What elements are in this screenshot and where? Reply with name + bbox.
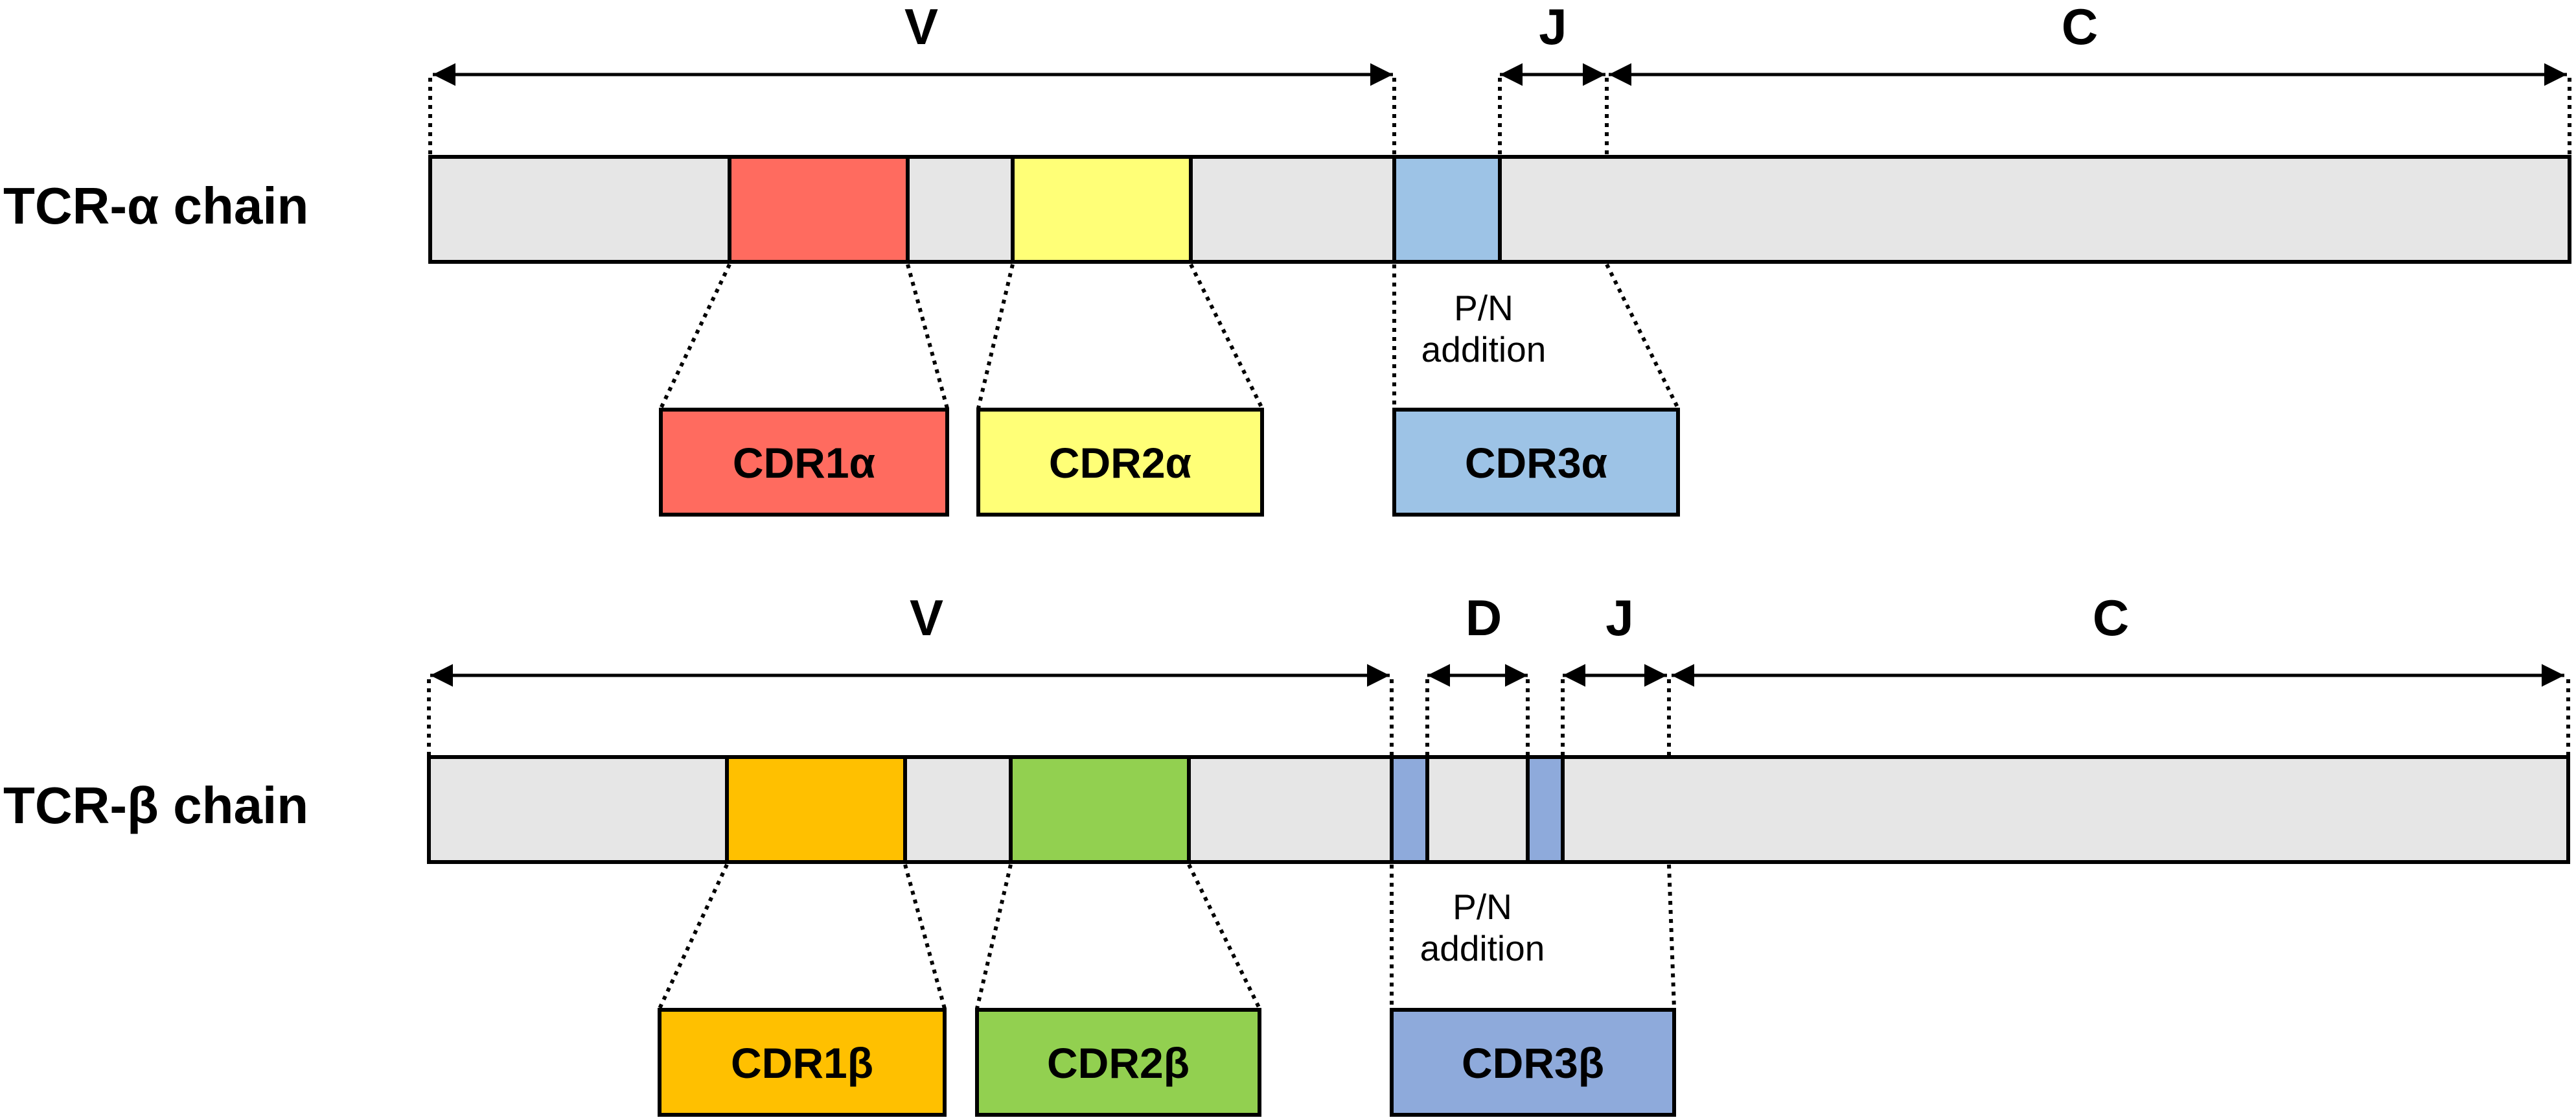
alpha-cdr2-segment [1011, 155, 1193, 264]
beta-chain-label: TCR-β chain [3, 776, 308, 834]
beta-cdr1-segment [725, 755, 907, 864]
alpha-cdr1-zoom-left [659, 263, 731, 410]
beta-chain-group: V D J C TCR-β chain P/N [3, 589, 2570, 1117]
beta-v-label: V [910, 589, 943, 646]
beta-cdr2-segment [1009, 755, 1191, 864]
alpha-cdr1-zoom-right [906, 264, 949, 409]
alpha-pn-line2: addition [1421, 329, 1547, 369]
beta-pn-line2: addition [1420, 928, 1545, 968]
alpha-cdr2-label: CDR2α [1049, 439, 1191, 487]
alpha-cdr2-zoom-right [1189, 263, 1264, 410]
alpha-chain-group: V J C TCR-α chain P/N addition CD [3, 0, 2571, 517]
alpha-c-label: C [2062, 0, 2098, 55]
beta-cdr2-zoom-left [975, 864, 1013, 1009]
alpha-cdr1-segment [728, 155, 910, 264]
alpha-cdr1-label: CDR1α [733, 439, 875, 487]
beta-cdr3-zoom-right [1667, 864, 1676, 1009]
alpha-cdr3-label: CDR3α [1465, 439, 1607, 487]
beta-cdr1-label: CDR1β [731, 1039, 873, 1087]
beta-cdr2-zoom-right [1187, 863, 1261, 1010]
alpha-j-label: J [1539, 0, 1567, 55]
beta-cdr3-segment-a [1390, 755, 1429, 864]
beta-cdr1-zoom-left [658, 863, 729, 1010]
alpha-cdr3-segment [1392, 155, 1502, 264]
beta-cdr3-label: CDR3β [1462, 1039, 1604, 1087]
alpha-chain-label: TCR-α chain [3, 177, 308, 235]
beta-j-label: J [1605, 589, 1633, 646]
alpha-cdr2-box [976, 408, 1264, 517]
beta-pn-line1: P/N [1453, 887, 1512, 927]
beta-cdr2-box [975, 1008, 1261, 1117]
alpha-cdr3-box [1392, 408, 1680, 517]
alpha-pn-line1: P/N [1454, 288, 1513, 328]
beta-cdr1-box [658, 1008, 947, 1117]
beta-c-label: C [2093, 589, 2129, 646]
beta-cdr3-segment-b [1526, 755, 1565, 864]
beta-cdr3-box [1390, 1008, 1676, 1117]
alpha-cdr2-zoom-left [976, 264, 1015, 409]
beta-cdr2-label: CDR2β [1047, 1039, 1190, 1087]
beta-cdr1-zoom-right [903, 864, 947, 1009]
alpha-v-label: V [904, 0, 938, 55]
beta-d-label: D [1466, 589, 1502, 646]
alpha-cdr1-box [659, 408, 949, 517]
alpha-cdr3-zoom-right [1605, 263, 1680, 410]
